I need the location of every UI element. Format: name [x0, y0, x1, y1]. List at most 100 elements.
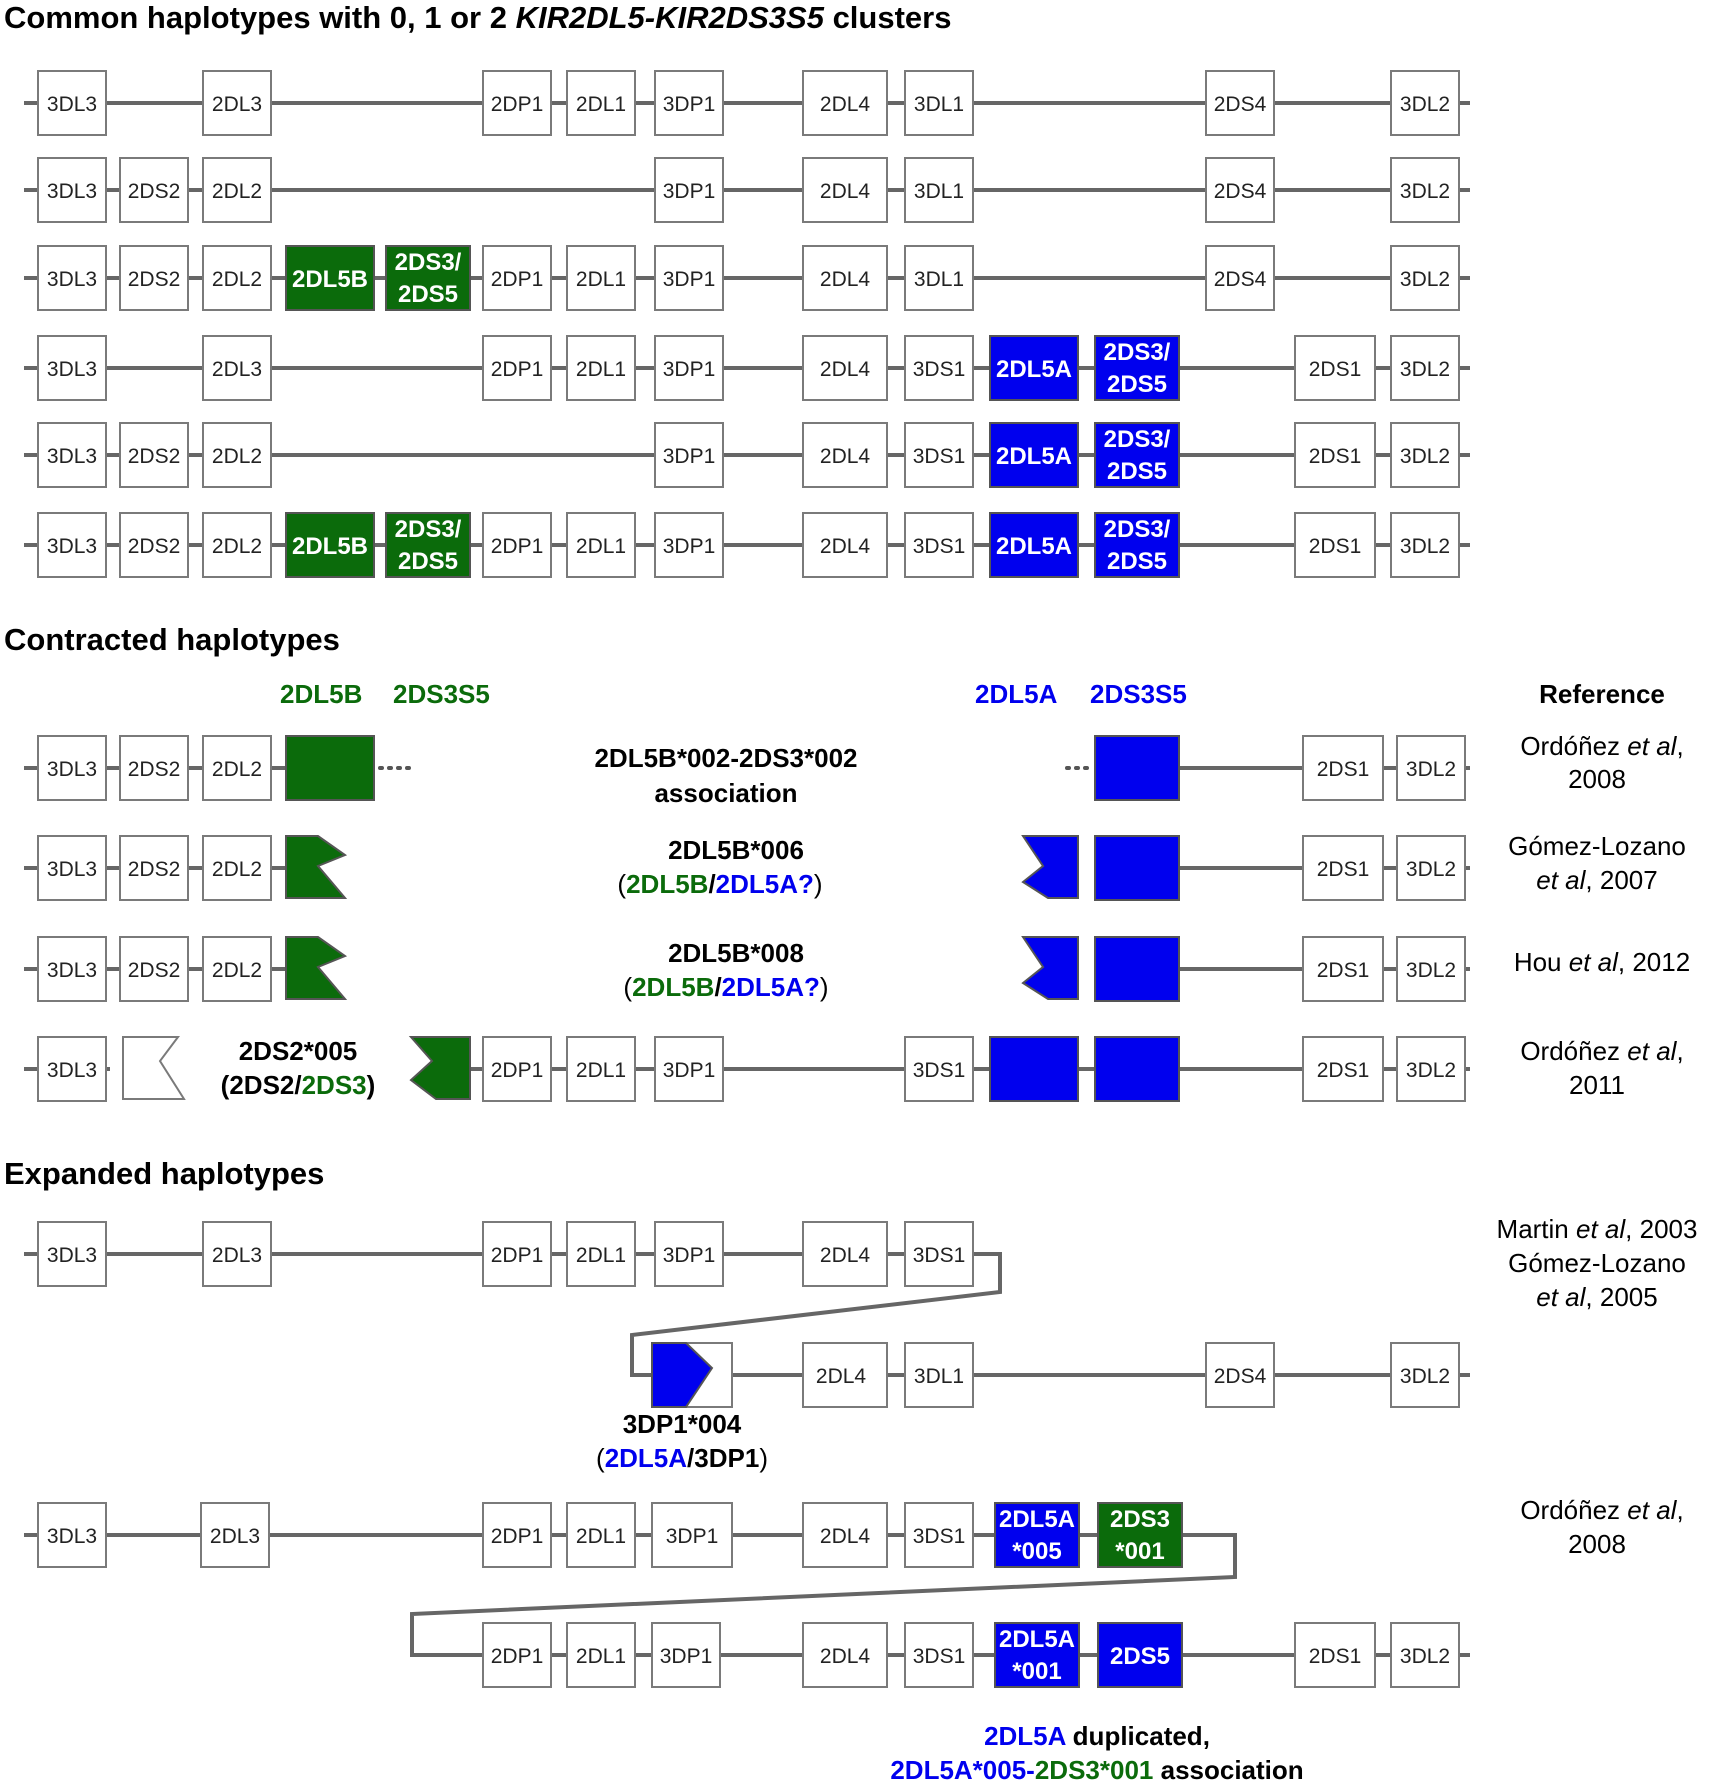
gene-box-2ds2	[119, 245, 189, 311]
gene-label: 2DS3/	[395, 516, 462, 543]
gene-label: 2DS4	[1214, 268, 1267, 291]
gene-label: 2DS5	[398, 548, 458, 575]
gene-label: 2DS5	[1107, 458, 1167, 485]
gene-box-3ds1	[904, 1622, 974, 1688]
gene-label: 2DS2	[128, 268, 181, 291]
gene-label: 2DS1	[1309, 358, 1362, 381]
gene-label: 3DS1	[913, 535, 966, 558]
gene-label: 2DS3/	[1104, 426, 1171, 453]
gene-label: 2DL5A	[996, 533, 1072, 560]
expanded2-label-line1: 2DL5A duplicated,	[984, 1721, 1210, 1751]
gene-label: 2DL2	[212, 535, 262, 558]
header-2ds3s5-blue: 2DS3S5	[1090, 679, 1187, 709]
gene-label: 2DS3	[1110, 1506, 1170, 1533]
expanded-haplotype-1: 3DL3 2DL3 2DP1 2DL1 3DP1 2DL4 3DS1 2DL4 …	[24, 1214, 1697, 1473]
gene-box-2dl4	[802, 157, 888, 223]
gene-label: 2DL2	[212, 268, 262, 291]
gene-box-2dl5b	[285, 245, 375, 311]
gene-label: 2DS4	[1214, 93, 1267, 116]
gene-label: 3DL3	[47, 358, 97, 381]
reference-2-line2: et al, 2007	[1536, 865, 1657, 895]
gene-label: 2DL3	[212, 358, 262, 381]
gene-label: 3DL2	[1400, 358, 1450, 381]
partial-2ds2-shape	[122, 1036, 186, 1100]
row1-allele-label: 2DL5B*002-2DS3*002	[594, 743, 857, 773]
gene-box-3dl3	[37, 1036, 107, 1102]
gene-label: 3DP1	[663, 1059, 716, 1082]
gene-label: 3DL2	[1400, 535, 1450, 558]
gene-label: 2DL4	[820, 535, 871, 558]
haplotype-row-2: 3DL3 2DS2 2DL2 3DP1 2DL4 3DL1 2DS4 3DL2	[24, 157, 1470, 223]
gene-box-3dp1	[654, 157, 724, 223]
gene-label: 3DP1	[663, 268, 716, 291]
expanded1-sub-label: (2DL5A/3DP1)	[596, 1443, 768, 1473]
gene-label: *001	[1012, 1658, 1061, 1685]
gene-label: 3DL3	[47, 445, 97, 468]
gene-label: 2DL3	[212, 1244, 262, 1267]
contracted-row-4: 3DL3 2DS2*005 (2DS2/2DS3) 2DP1 2DL1 3DP1…	[24, 1036, 1684, 1102]
reference-5: Martin et al, 2003	[1497, 1214, 1698, 1244]
gene-box-3dl3	[37, 1502, 107, 1568]
gene-box-2dl4	[802, 70, 888, 136]
gene-box-3dl2	[1390, 335, 1460, 401]
gene-box-2dl3	[200, 1502, 270, 1568]
gene-label: 3DS1	[913, 1059, 966, 1082]
gene-box-2dl5a	[989, 335, 1079, 401]
contracted-row-3: 3DL3 2DS2 2DL2 2DS1 3DL2 2DL5B*008 (2DL5…	[24, 936, 1690, 1002]
partial-2dl5a-shape	[1021, 936, 1079, 1000]
gene-box-3dl3	[37, 70, 107, 136]
gene-box-2dp1	[482, 1622, 552, 1688]
reference-1-year: 2008	[1568, 764, 1626, 794]
gene-box-3dp1	[654, 335, 724, 401]
gene-box-2ds1	[1294, 1622, 1376, 1688]
gene-box-2dl3	[202, 70, 272, 136]
gene-label: 3DS1	[913, 1525, 966, 1548]
gene-box-2dl4	[802, 1502, 888, 1568]
gene-label: 2DL4	[820, 93, 871, 116]
gene-box-3ds1	[904, 1221, 974, 1287]
gene-label: 3DP1	[663, 445, 716, 468]
gene-label: 2DL4	[820, 1525, 871, 1548]
common-haplotypes-title: Common haplotypes with 0, 1 or 2 KIR2DL5…	[4, 0, 951, 35]
gene-label: 2DS5	[1107, 371, 1167, 398]
gene-box-3dl3	[37, 422, 107, 488]
reference-4-year: 2011	[1569, 1070, 1625, 1100]
gene-box-3dl3	[37, 335, 107, 401]
gene-label: 2DL2	[212, 758, 262, 781]
gene-box-2ds3-2ds5	[385, 245, 471, 311]
gene-box-2ds1	[1294, 335, 1376, 401]
gene-box-2ds3s5-unlabeled	[1094, 1036, 1180, 1102]
gene-label: 3DL3	[47, 180, 97, 203]
row3-allele-label: 2DL5B*008	[668, 938, 804, 968]
gene-box-2ds3-2ds5	[1094, 422, 1180, 488]
gene-label: 2DS2	[128, 959, 181, 982]
gene-label: 2DL1	[576, 268, 626, 291]
gene-label: 2DL5A	[999, 1626, 1075, 1653]
gene-label: 3DL3	[47, 959, 97, 982]
gene-box-2dl1	[566, 512, 636, 578]
gene-label: 2DS2	[128, 858, 181, 881]
gene-label: 2DL4	[820, 180, 871, 203]
gene-label: 3DL2	[1406, 758, 1456, 781]
row4-sub-label: (2DS2/2DS3)	[221, 1070, 376, 1100]
gene-box-3dl2	[1390, 157, 1460, 223]
gene-label: 2DS1	[1309, 1645, 1362, 1668]
gene-box-2dl1	[566, 1221, 636, 1287]
gene-box-2ds3s5-partial	[1094, 735, 1180, 801]
gene-label: 2DP1	[491, 268, 544, 291]
gene-label: 2DS5	[398, 281, 458, 308]
gene-box-2dl2	[202, 422, 272, 488]
gene-box-2ds1	[1302, 936, 1384, 1002]
reference-5b-line2: et al, 2005	[1536, 1282, 1657, 1312]
gene-label: 2DP1	[491, 358, 544, 381]
gene-box-2dl5a	[989, 422, 1079, 488]
gene-label: 2DL1	[576, 1645, 626, 1668]
gene-label: 3DL3	[47, 1059, 97, 1082]
gene-box-3dl2	[1390, 1622, 1460, 1688]
gene-box-2ds4	[1205, 157, 1275, 223]
gene-label: 3DL2	[1400, 180, 1450, 203]
gene-label: 2DL3	[210, 1525, 260, 1548]
gene-box-2dl1	[566, 335, 636, 401]
gene-box-2ds3s5-partial	[1094, 835, 1180, 901]
gene-label: 2DS5	[1110, 1643, 1170, 1670]
